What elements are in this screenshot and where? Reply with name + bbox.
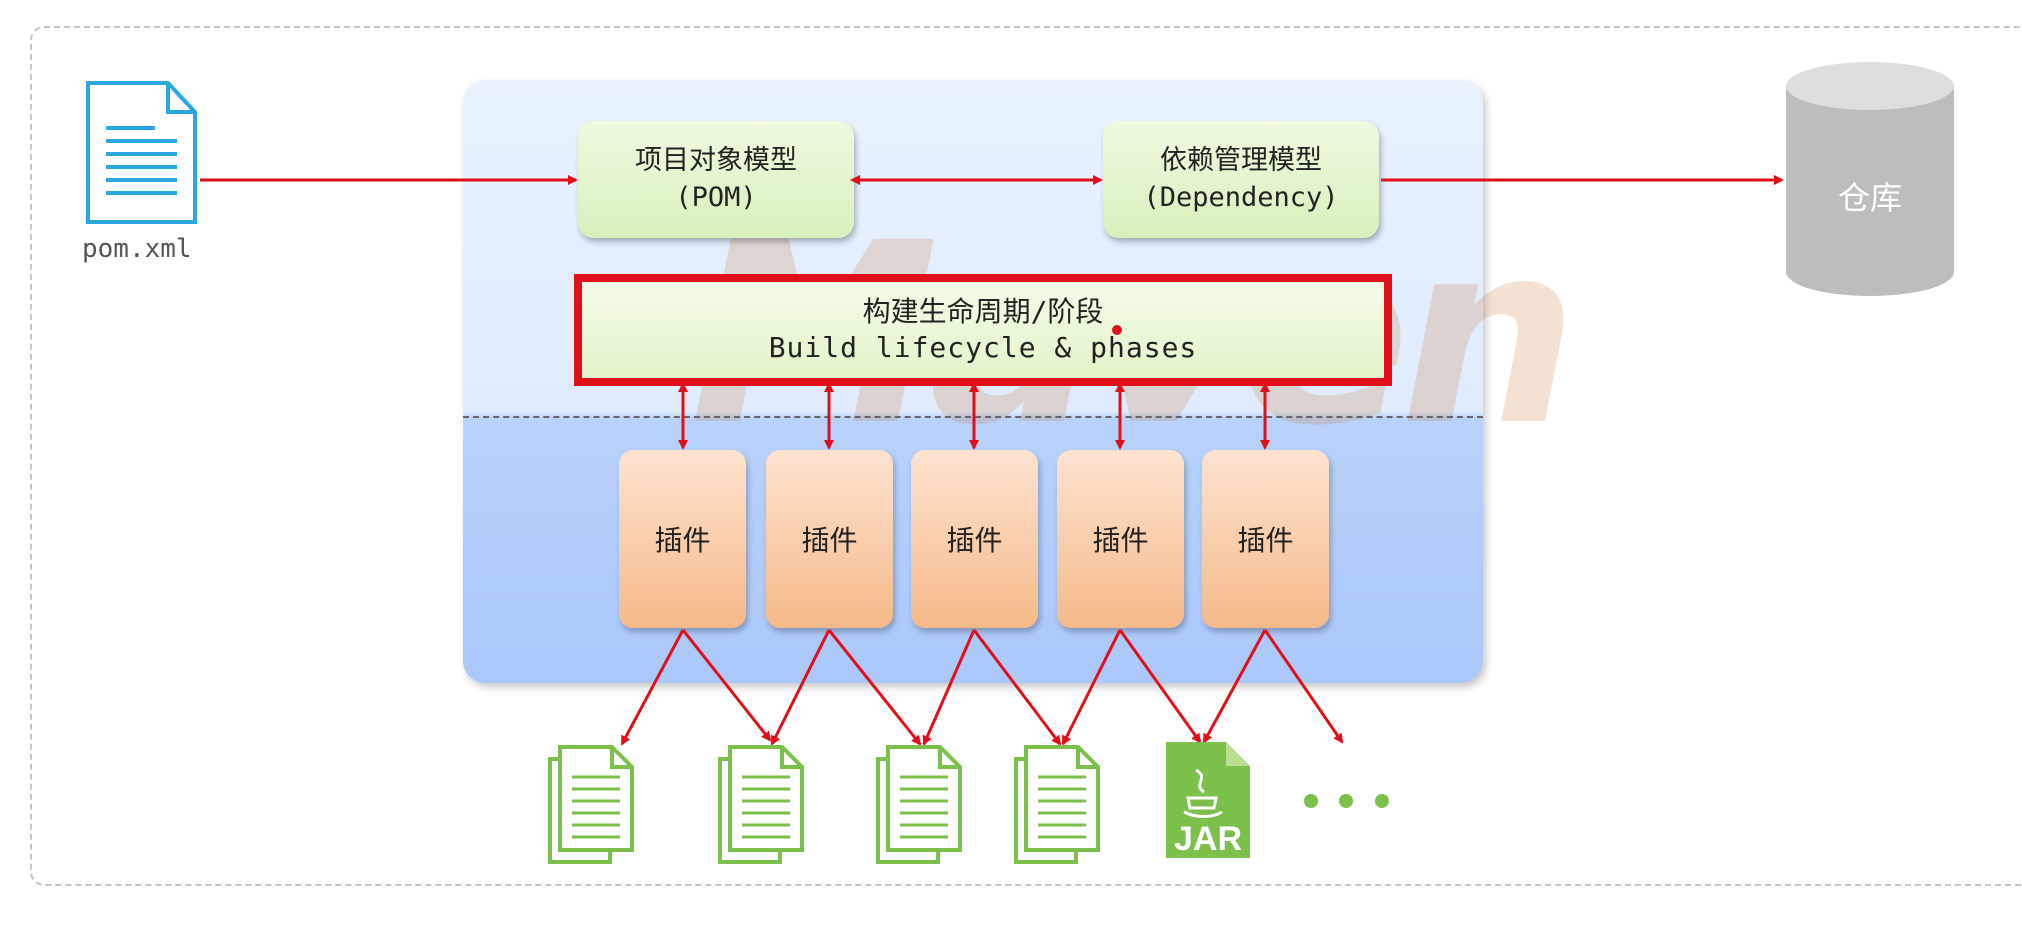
dependency-model-title: 依赖管理模型	[1160, 145, 1322, 177]
pom-model-subtitle: (POM)	[675, 181, 757, 213]
repository-label: 仓库	[1837, 179, 1902, 217]
plugin-label: 插件	[1092, 524, 1149, 557]
plugin-label: 插件	[1237, 524, 1294, 557]
plugin-label: 插件	[654, 524, 711, 557]
lifecycle-title: 构建生命周期/阶段	[862, 294, 1104, 328]
plugin-label: 插件	[801, 524, 858, 557]
dependency-model-box: 依赖管理模型 (Dependency)	[1103, 121, 1379, 238]
plugin-box: 插件	[619, 450, 746, 628]
plugin-box: 插件	[1202, 450, 1329, 628]
pom-model-title: 项目对象模型	[635, 145, 797, 177]
lifecycle-box: 构建生命周期/阶段 Build lifecycle & phases	[574, 274, 1392, 386]
pom-file-label: pom.xml	[82, 234, 192, 264]
dependency-model-subtitle: (Dependency)	[1143, 181, 1339, 213]
plugin-box: 插件	[911, 450, 1038, 628]
pom-model-box: 项目对象模型 (POM)	[578, 121, 854, 238]
plugin-box: 插件	[766, 450, 893, 628]
diagram-frame	[30, 26, 2022, 886]
plugin-label: 插件	[946, 524, 1003, 557]
lifecycle-subtitle: Build lifecycle & phases	[768, 331, 1198, 364]
phase-divider	[463, 416, 1483, 418]
plugin-box: 插件	[1057, 450, 1184, 628]
